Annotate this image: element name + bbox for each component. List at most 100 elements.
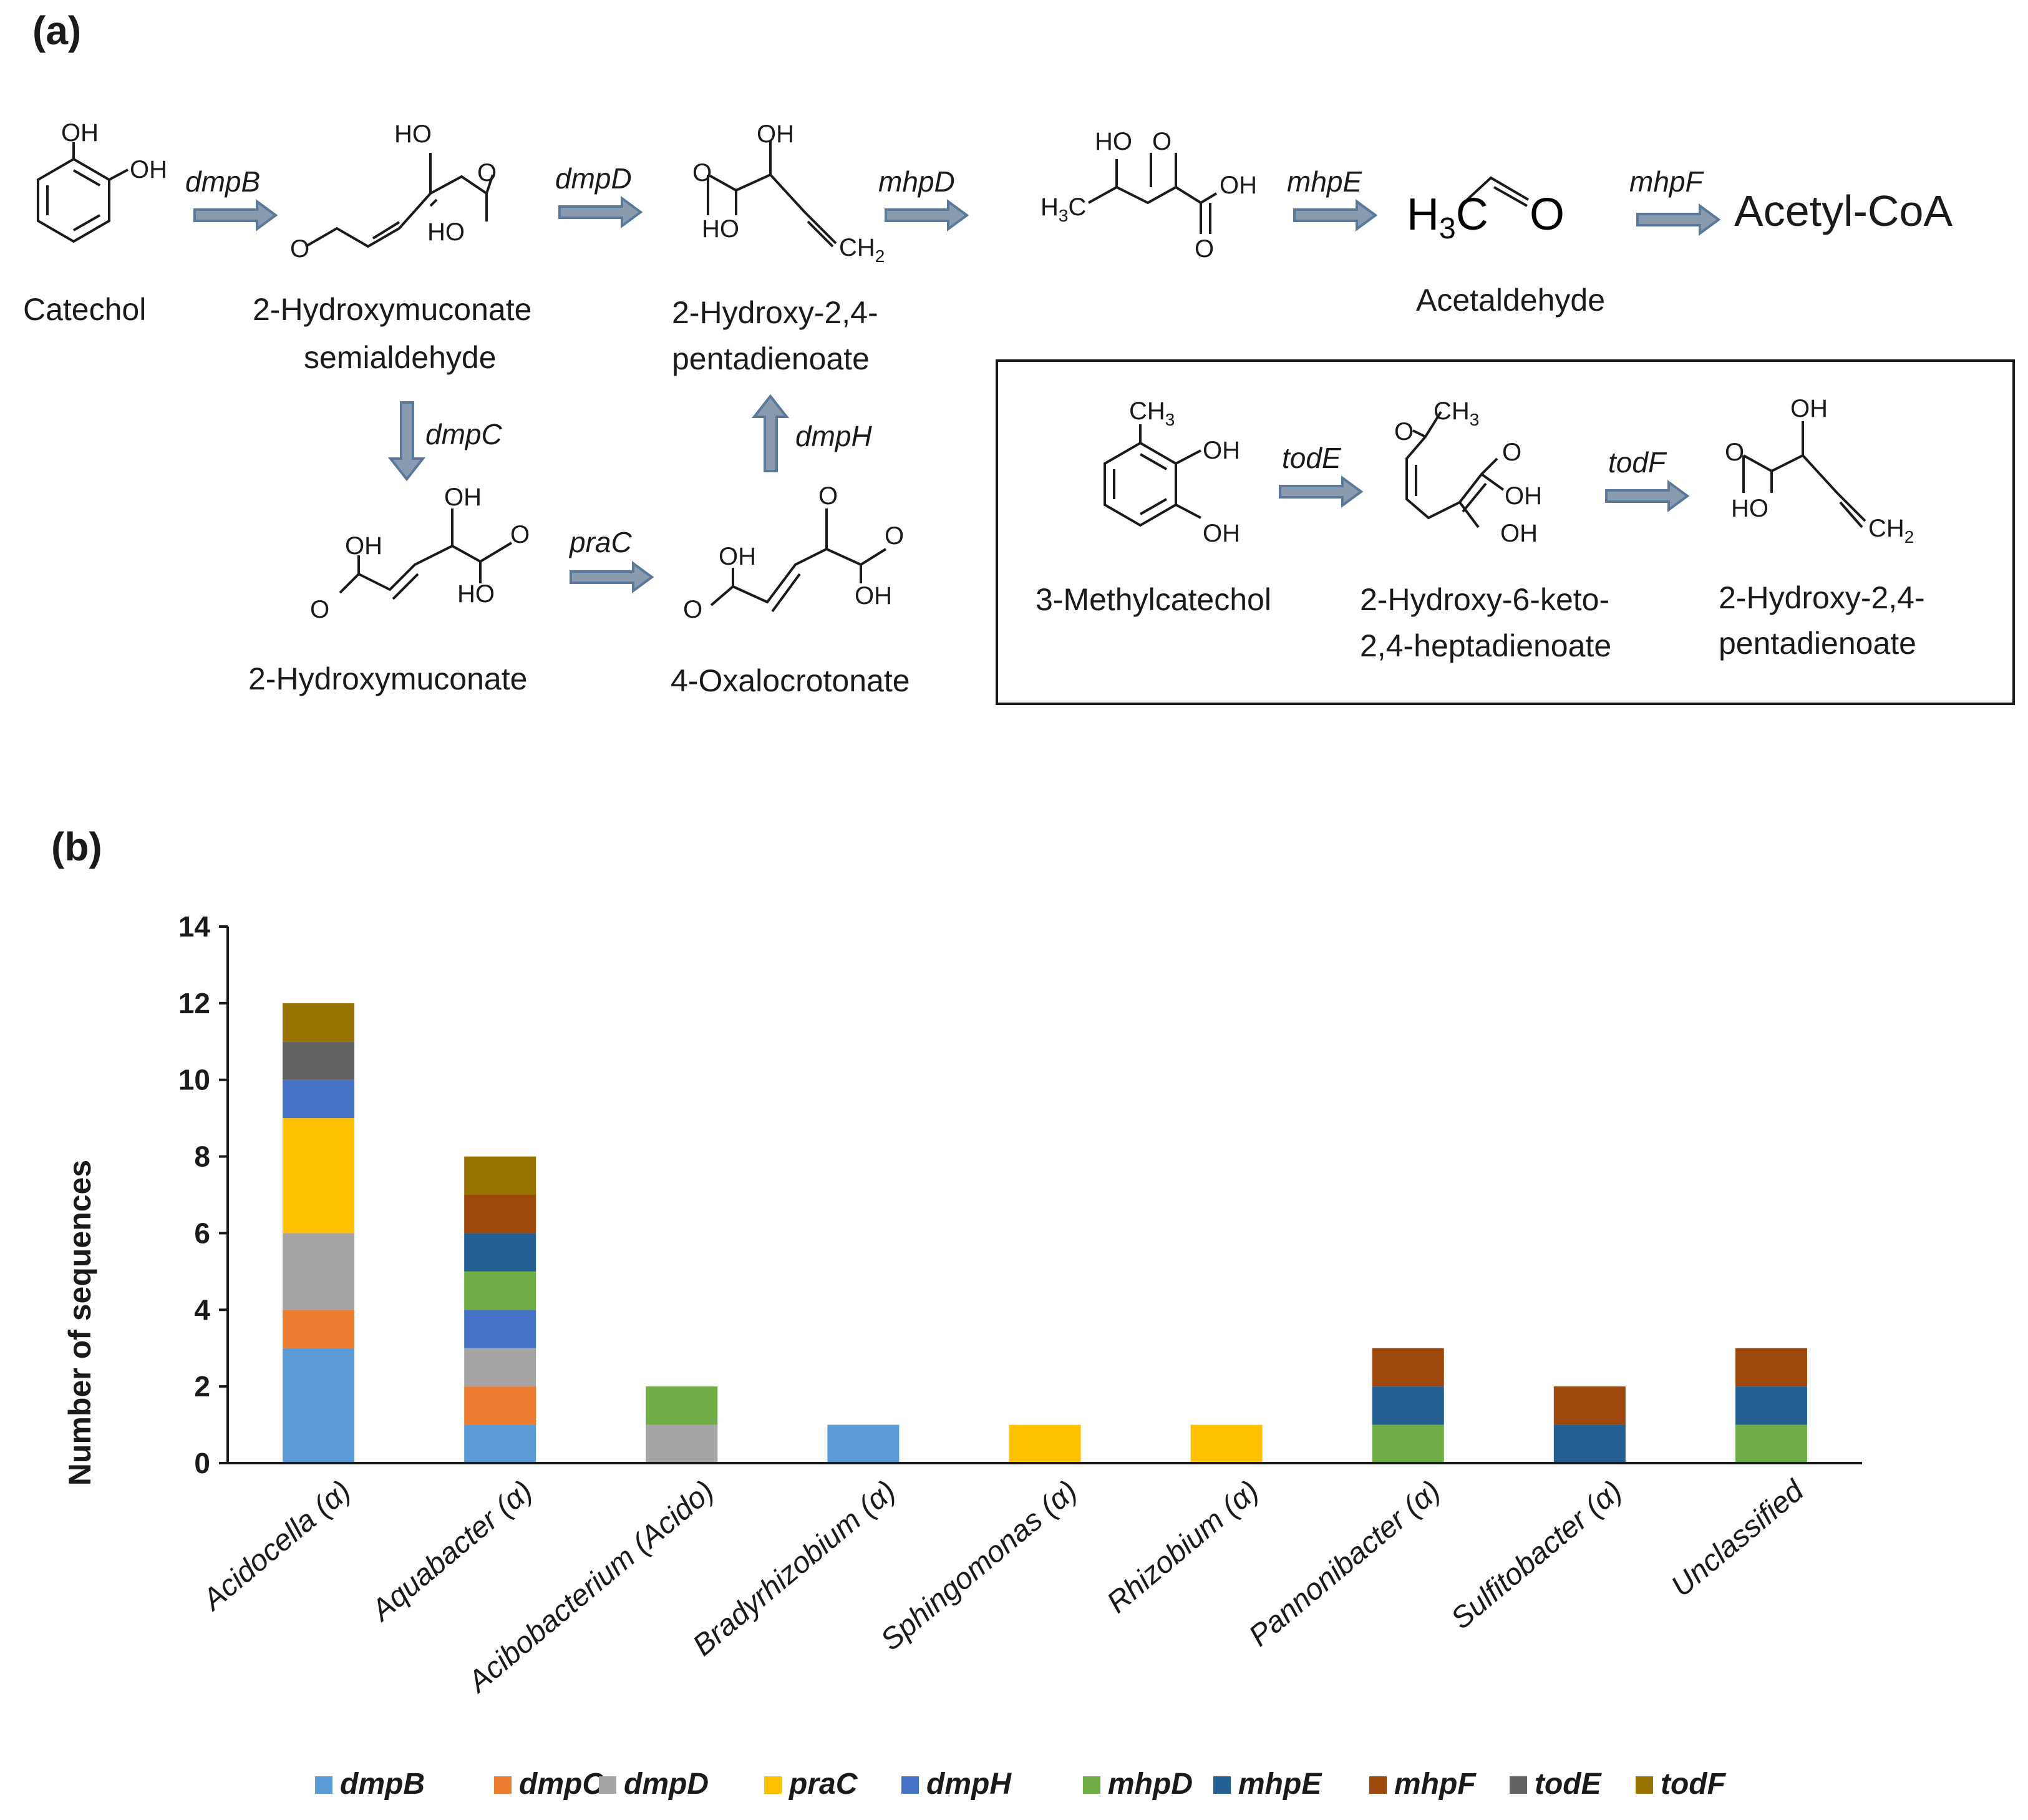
atom-o: O bbox=[1152, 128, 1172, 155]
enzyme-dmpH: dmpH bbox=[795, 420, 872, 452]
bars bbox=[283, 1003, 1807, 1463]
bar-segment-mhpD bbox=[646, 1386, 718, 1425]
catechol-structure bbox=[37, 142, 129, 243]
inset-box bbox=[996, 359, 2015, 705]
legend-label-praC: praC bbox=[788, 1768, 858, 1801]
y-tick-label: 12 bbox=[178, 987, 210, 1019]
bar-segment-mhpE bbox=[464, 1233, 536, 1272]
atom-oh: OH bbox=[719, 543, 756, 570]
legend-label-dmpB: dmpB bbox=[340, 1768, 425, 1801]
hms-label-2: semialdehyde bbox=[304, 340, 497, 375]
enzyme-mhpD: mhpD bbox=[878, 165, 955, 198]
atom-o: O bbox=[1502, 439, 1521, 466]
x-tick-label: Acidocella (α) bbox=[195, 1474, 357, 1618]
arrow-mhpE bbox=[1293, 200, 1377, 230]
enzyme-mhpF: mhpF bbox=[1629, 165, 1704, 198]
bar-segment-dmpB bbox=[283, 1348, 355, 1463]
atom-ch3: CH3 bbox=[1434, 397, 1479, 429]
arrow-dmpC bbox=[387, 401, 426, 482]
enzyme-dmpB: dmpB bbox=[185, 165, 260, 198]
enzyme-todE: todE bbox=[1282, 442, 1342, 474]
hpd-structure bbox=[707, 140, 837, 248]
arrow-mhpD bbox=[885, 200, 968, 230]
atom-h3c: H3C bbox=[1041, 193, 1086, 225]
hms-label-1: 2-Hydroxymuconate bbox=[253, 292, 531, 327]
arrow-dmpB bbox=[193, 200, 277, 230]
atom-oh: OH bbox=[345, 532, 382, 560]
hpd2-label-2: pentadienoate bbox=[1719, 626, 1916, 661]
bar-segment-todF bbox=[464, 1156, 536, 1195]
atom-oh: OH bbox=[1203, 520, 1240, 547]
atom-oh: OH bbox=[130, 156, 167, 183]
bar-segment-dmpB bbox=[827, 1424, 900, 1463]
atom-ho: HO bbox=[457, 580, 495, 608]
x-tick-label: Rhizobium (α) bbox=[1101, 1474, 1265, 1620]
atom-o: O bbox=[692, 159, 712, 187]
atom-o: O bbox=[310, 596, 329, 623]
panel-b-label: (b) bbox=[51, 824, 102, 869]
atom-o: O bbox=[1195, 235, 1214, 263]
hm-label: 2-Hydroxymuconate bbox=[248, 661, 527, 696]
bar-segment-mhpF bbox=[1553, 1386, 1626, 1425]
atom-ho: HO bbox=[1095, 128, 1132, 155]
x-tick-label: Aquabacter (α) bbox=[364, 1474, 539, 1628]
atom-ho: HO bbox=[702, 215, 739, 243]
atom-oh: OH bbox=[1505, 482, 1542, 510]
legend-swatch-mhpE bbox=[1213, 1776, 1231, 1794]
bar-segment-dmpD bbox=[646, 1424, 718, 1463]
legend-swatch-dmpC bbox=[494, 1776, 512, 1794]
legend-label-todF: todF bbox=[1661, 1768, 1727, 1801]
atom-o: O bbox=[477, 159, 497, 187]
bar-segment-dmpC bbox=[464, 1386, 536, 1425]
methylcatechol-label: 3-Methylcatechol bbox=[1036, 582, 1271, 617]
atom-oh: OH bbox=[444, 484, 482, 511]
y-tick-label: 6 bbox=[194, 1217, 210, 1249]
legend-swatch-dmpH bbox=[901, 1776, 919, 1794]
x-axis: Acidocella (α)Aquabacter (α)Acibobacteri… bbox=[195, 1462, 1862, 1700]
atom-o: O bbox=[1725, 439, 1744, 466]
bar-segment-praC bbox=[1009, 1424, 1081, 1463]
bar-segment-todF bbox=[283, 1003, 355, 1042]
legend-swatch-dmpB bbox=[315, 1776, 332, 1794]
enzyme-praC: praC bbox=[568, 526, 632, 558]
atom-ch2: CH2 bbox=[839, 234, 885, 266]
atom-oh: OH bbox=[855, 582, 892, 610]
hkh-structure bbox=[1405, 411, 1505, 528]
hpd2-structure bbox=[1742, 421, 1866, 528]
bar-segment-dmpH bbox=[283, 1079, 355, 1119]
atom-ho: HO bbox=[394, 120, 432, 148]
enzyme-todF: todF bbox=[1608, 446, 1667, 479]
pathway-diagram: OH OH Catechol dmpB O HO O HO 2-Hydroxym… bbox=[23, 119, 2015, 705]
bar-segment-mhpD bbox=[464, 1271, 536, 1310]
legend-label-mhpE: mhpE bbox=[1238, 1768, 1322, 1801]
atom-ho: HO bbox=[427, 218, 465, 246]
arrow-todE bbox=[1279, 477, 1362, 507]
atom-oh: OH bbox=[757, 120, 794, 148]
legend-label-dmpD: dmpD bbox=[624, 1768, 709, 1801]
bar-segment-mhpE bbox=[1553, 1424, 1626, 1463]
atom-oh: OH bbox=[61, 119, 99, 147]
atom-o: O bbox=[885, 522, 904, 550]
y-axis-label: Number of sequences bbox=[62, 1160, 97, 1486]
atom-h3c: H3C bbox=[1407, 190, 1488, 245]
legend-swatch-todF bbox=[1636, 1776, 1653, 1794]
x-tick-label: Sulfitobacter (α) bbox=[1445, 1474, 1628, 1636]
legend-label-dmpC: dmpC bbox=[519, 1768, 604, 1801]
legend-swatch-mhpD bbox=[1083, 1776, 1100, 1794]
acetaldehyde-structure bbox=[1466, 176, 1530, 207]
bar-segment-mhpF bbox=[1372, 1348, 1444, 1387]
legend-label-mhpF: mhpF bbox=[1394, 1768, 1477, 1801]
y-tick-label: 2 bbox=[194, 1370, 210, 1403]
x-tick-label: Sphingomonas (α) bbox=[875, 1474, 1084, 1657]
catechol-label: Catechol bbox=[23, 292, 146, 327]
atom-o: O bbox=[1394, 418, 1414, 445]
atom-ho: HO bbox=[1731, 495, 1768, 522]
bar-segment-mhpF bbox=[1735, 1348, 1807, 1387]
bar-segment-dmpH bbox=[464, 1310, 536, 1348]
bar-segment-todE bbox=[283, 1041, 355, 1080]
enzyme-mhpE: mhpE bbox=[1287, 165, 1362, 198]
atom-ch2: CH2 bbox=[1868, 515, 1914, 547]
legend-swatch-praC bbox=[764, 1776, 782, 1794]
